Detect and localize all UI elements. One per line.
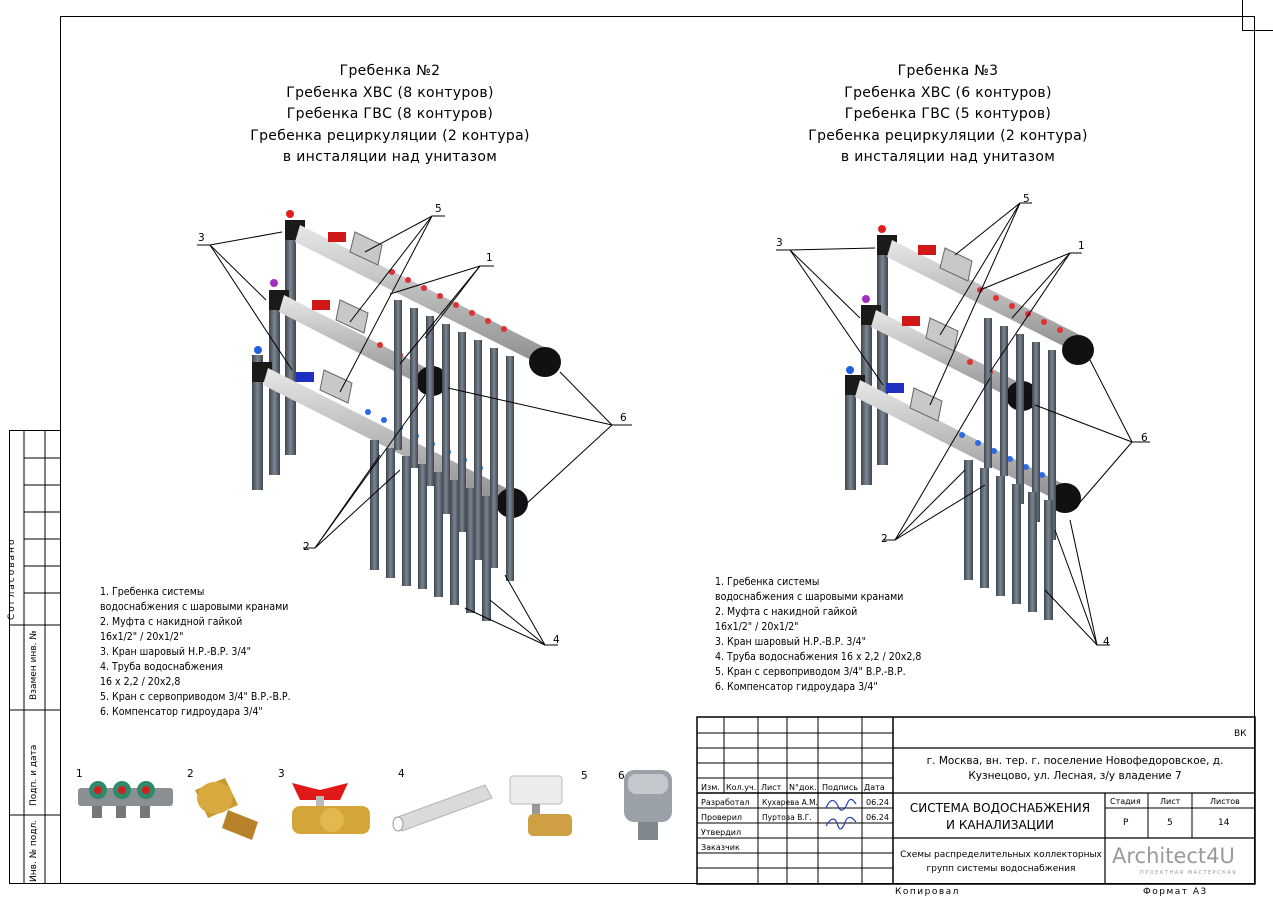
legend-item: 6. Компенсатор гидроудара 3/4" bbox=[715, 681, 878, 693]
col-header: Кол.уч. bbox=[726, 783, 757, 792]
callout-5: 5 bbox=[1023, 193, 1030, 205]
left-title-line: Гребенка №2 bbox=[339, 63, 441, 79]
role-label: Проверил bbox=[701, 813, 743, 822]
col-header: Изм. bbox=[701, 783, 720, 792]
legend-item: 1. Гребенка системы bbox=[100, 586, 205, 598]
left-title-line: Гребенка рециркуляции (2 контура) bbox=[250, 127, 530, 144]
right-title: Гребенка №3 Гребенка ХВС (6 контуров) Гр… bbox=[788, 61, 1108, 169]
copied-label: Копировал bbox=[895, 887, 960, 897]
left-title-line: в инсталяции над унитазом bbox=[282, 149, 498, 165]
sign-date: 06.24 bbox=[866, 813, 889, 822]
sheets-header: Листов bbox=[1210, 797, 1240, 806]
legend-item: 6. Компенсатор гидроудара 3/4" bbox=[100, 706, 263, 718]
col-header: Дата bbox=[864, 783, 885, 792]
legend-item: 2. Муфта с накидной гайкой bbox=[100, 616, 243, 628]
role-label: Разработал bbox=[701, 798, 750, 807]
side-strip bbox=[9, 430, 60, 884]
photo-label: 5 bbox=[581, 770, 588, 782]
left-title: Гребенка №2 Гребенка ХВС (8 контуров) Гр… bbox=[230, 61, 550, 169]
legend-item: 3. Кран шаровый Н.Р.-В.Р. 3/4" bbox=[100, 646, 251, 658]
callout-6: 6 bbox=[1141, 432, 1148, 444]
left-title-line: Гребенка ХВС (8 контуров) bbox=[286, 84, 494, 101]
legend-item: 16 х 2,2 / 20х2,8 bbox=[100, 676, 181, 688]
legend-item: водоснабжения с шаровыми кранами bbox=[715, 591, 904, 603]
sheets-value: 14 bbox=[1218, 818, 1230, 828]
legend-item: 4. Труба водоснабжения bbox=[100, 661, 223, 673]
callout-4: 4 bbox=[1103, 636, 1110, 648]
right-manifold bbox=[776, 202, 1150, 646]
stamp-system: СИСТЕМА ВОДОСНАБЖЕНИЯ И КАНАЛИЗАЦИИ bbox=[909, 801, 1091, 832]
callout-1: 1 bbox=[486, 252, 493, 264]
legend-item: 2. Муфта с накидной гайкой bbox=[715, 606, 858, 618]
frame-corner bbox=[1242, 0, 1273, 31]
drawing-frame bbox=[60, 16, 1255, 884]
photo-label: 2 bbox=[187, 768, 194, 780]
legend-item: 5. Кран с сервоприводом 3/4" В.Р.-В.Р. bbox=[100, 691, 291, 703]
right-legend: 1. Гребенка системы водоснабжения с шаро… bbox=[715, 575, 921, 695]
legend-item: 16х1/2" / 20х1/2" bbox=[100, 631, 184, 643]
stage-value: Р bbox=[1123, 818, 1129, 828]
brand-subtitle: ПРОЕКТНАЯ МАСТЕРСКАЯ bbox=[1140, 870, 1238, 876]
callout-5: 5 bbox=[435, 203, 442, 215]
format-label: Формат А3 bbox=[1143, 887, 1208, 897]
left-title-line: Гребенка ГВС (8 контуров) bbox=[286, 106, 494, 122]
callout-2: 2 bbox=[303, 541, 310, 553]
callout-1: 1 bbox=[1078, 240, 1085, 252]
right-title-line: в инсталяции над унитазом bbox=[840, 149, 1056, 165]
stamp-address: г. Москва, вн. тер. г. поселение Новофед… bbox=[926, 755, 1224, 782]
stamp-sheet-title: Схемы распределительных коллекторных гру… bbox=[900, 850, 1102, 874]
callout-3: 3 bbox=[776, 237, 783, 249]
callout-4: 4 bbox=[553, 634, 560, 646]
coupling-photo bbox=[195, 778, 258, 840]
role-label: Заказчик bbox=[701, 843, 740, 852]
right-title-line: Гребенка рециркуляции (2 контура) bbox=[808, 127, 1088, 144]
stamp-code: ВК bbox=[1234, 729, 1247, 739]
photo-label: 3 bbox=[278, 768, 285, 780]
servo-valve-photo bbox=[509, 775, 572, 836]
person-name: Кухарева А.М. bbox=[762, 798, 818, 807]
photo-label: 4 bbox=[398, 768, 405, 780]
photo-label: 1 bbox=[76, 768, 83, 780]
role-label: Утвердил bbox=[701, 828, 742, 837]
compensator-photo bbox=[624, 770, 672, 840]
manifold-photo bbox=[78, 781, 173, 818]
sign-date: 06.24 bbox=[866, 798, 889, 807]
legend-item: 5. Кран с сервоприводом 3/4" В.Р.-В.Р. bbox=[715, 666, 906, 678]
col-header: Подпись bbox=[822, 783, 858, 792]
ball-valve-photo bbox=[292, 783, 370, 834]
left-legend: 1. Гребенка системы водоснабжения с шаро… bbox=[100, 585, 291, 720]
callout-2: 2 bbox=[881, 533, 888, 545]
right-title-line: Гребенка №3 bbox=[897, 63, 999, 79]
sheet-header: Лист bbox=[1160, 797, 1181, 806]
stage-header: Стадия bbox=[1110, 797, 1141, 806]
brand-logo: Architect4U bbox=[1112, 844, 1235, 868]
callout-3: 3 bbox=[198, 232, 205, 244]
pipe-photo bbox=[392, 784, 493, 832]
legend-item: водоснабжения с шаровыми кранами bbox=[100, 601, 289, 613]
right-title-line: Гребенка ГВС (5 контуров) bbox=[844, 106, 1052, 122]
photo-label: 6 bbox=[618, 770, 625, 782]
col-header: Лист bbox=[761, 783, 782, 792]
right-title-line: Гребенка ХВС (6 контуров) bbox=[844, 84, 1052, 101]
person-name: Пуртова В.Г. bbox=[762, 813, 812, 822]
callout-6: 6 bbox=[620, 412, 627, 424]
legend-item: 4. Труба водоснабжения 16 х 2,2 / 20х2,8 bbox=[715, 651, 922, 663]
col-header: N°док. bbox=[789, 783, 817, 792]
legend-item: 1. Гребенка системы bbox=[715, 576, 820, 588]
sheet-value: 5 bbox=[1167, 818, 1173, 828]
legend-item: 16х1/2" / 20х1/2" bbox=[715, 621, 799, 633]
legend-item: 3. Кран шаровый Н.Р.-В.Р. 3/4" bbox=[715, 636, 866, 648]
left-manifold bbox=[197, 210, 632, 646]
